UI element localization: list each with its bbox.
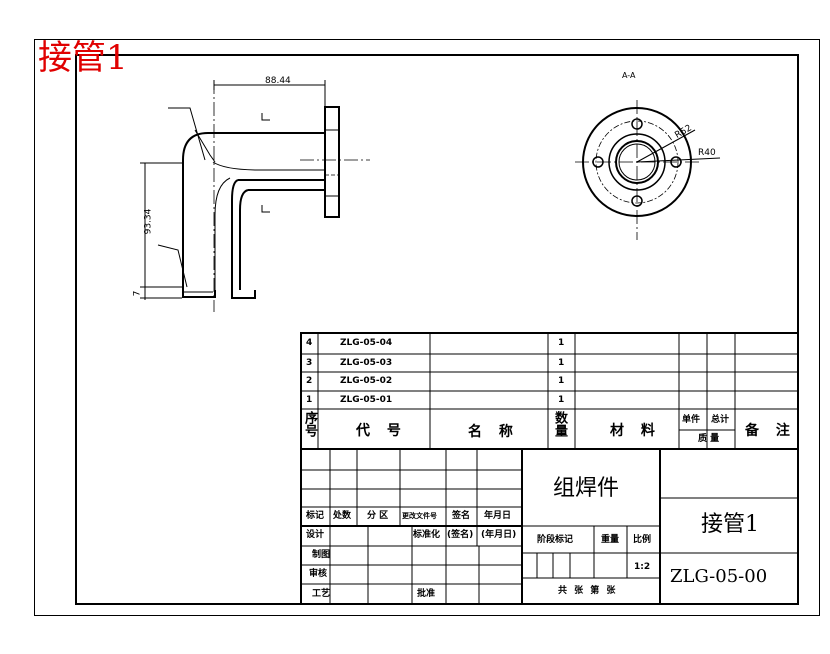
- label-stage: 阶段标记: [537, 535, 574, 545]
- header-unit: 单件: [682, 415, 701, 425]
- part-4-no: 4: [306, 338, 313, 348]
- part-3-no: 3: [306, 358, 313, 368]
- label-process: 工艺: [312, 589, 331, 599]
- header-weight: 质 量: [698, 434, 720, 444]
- label-drawing: 制图: [312, 550, 331, 560]
- front-view: [140, 80, 370, 312]
- label-review: 审核: [309, 569, 328, 579]
- header-material: 材 料: [610, 423, 661, 439]
- part-2-qty: 1: [558, 376, 565, 386]
- scale-value: 1:2: [634, 562, 651, 572]
- radius-outer-label: R40: [698, 148, 716, 158]
- label-weight: 重量: [601, 535, 620, 545]
- label-sign2: (签名): [447, 530, 474, 540]
- title-block-grid: [300, 332, 799, 605]
- drawing-number: ZLG-05-00: [670, 566, 768, 587]
- header-total: 总计: [711, 415, 730, 425]
- header-code: 代 号: [356, 423, 407, 439]
- header-qty: 数量: [552, 411, 567, 437]
- part-name: 接管1: [701, 512, 759, 537]
- part-4-qty: 1: [558, 338, 565, 348]
- label-change-doc: 更改文件号: [402, 512, 437, 520]
- header-no: 序号: [302, 411, 317, 437]
- label-scale: 比例: [633, 535, 652, 545]
- dimension-top: 88.44: [265, 76, 291, 86]
- label-mark: 标记: [306, 511, 325, 521]
- label-zone: 分 区: [367, 511, 389, 521]
- section-view: [575, 100, 721, 240]
- part-1-code: ZLG-05-01: [340, 395, 393, 405]
- part-2-no: 2: [306, 376, 313, 386]
- dimension-bottom: 7: [132, 290, 143, 297]
- part-2-code: ZLG-05-02: [340, 376, 393, 386]
- part-1-qty: 1: [558, 395, 565, 405]
- header-name: 名 称: [468, 424, 519, 440]
- assembly-name: 组焊件: [553, 476, 620, 501]
- label-standardize: 标准化: [413, 530, 441, 540]
- part-1-no: 1: [306, 395, 313, 405]
- drawing-title: 接管1: [38, 38, 128, 78]
- label-signature: 签名: [452, 511, 471, 521]
- label-sheets: 共 张 第 张: [558, 586, 618, 596]
- part-3-qty: 1: [558, 358, 565, 368]
- dimension-left: 93.34: [143, 208, 154, 235]
- part-3-code: ZLG-05-03: [340, 358, 393, 368]
- label-approve: 批准: [417, 589, 436, 599]
- section-label: A-A: [622, 71, 636, 80]
- label-count: 处数: [333, 511, 352, 521]
- part-4-code: ZLG-05-04: [340, 338, 393, 348]
- label-design: 设计: [306, 530, 325, 540]
- outer-frame: [34, 39, 820, 616]
- label-date2: (年月日): [481, 530, 517, 540]
- label-date: 年月日: [484, 511, 512, 521]
- header-note: 备 注: [745, 423, 796, 439]
